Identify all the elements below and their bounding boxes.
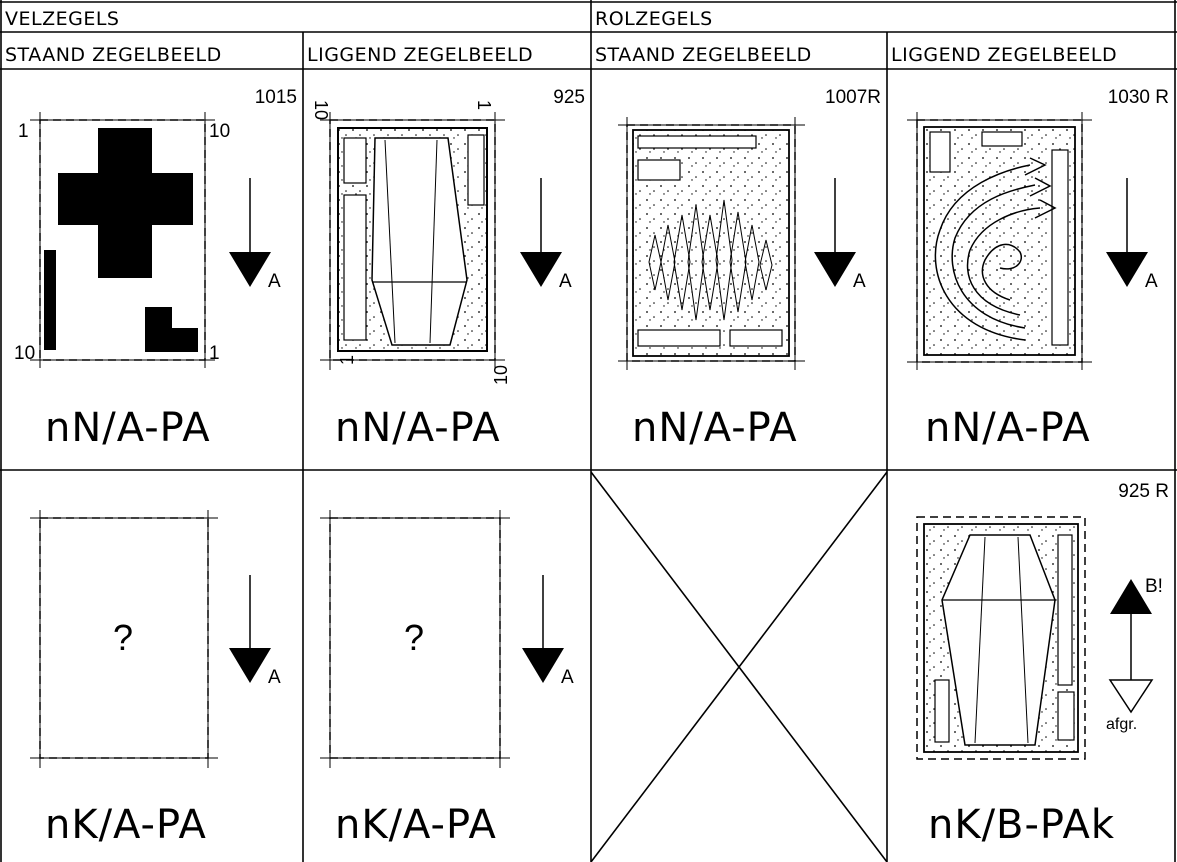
arrow-label: B! [1145, 577, 1163, 596]
stamp-number: 1007R [825, 88, 881, 107]
corner-label: 1 [475, 100, 493, 110]
corner-label: 1 [209, 344, 220, 363]
arrow-label: A [561, 668, 574, 687]
code-label: nK/A-PA [45, 805, 207, 845]
stamp-number: 1015 [255, 88, 297, 107]
arrow-up-down-icon [1110, 579, 1152, 712]
corner-label: 1 [18, 122, 29, 141]
arrow-down-icon [814, 178, 856, 287]
column-header-1: STAAND ZEGELBEELD [5, 46, 222, 65]
corner-label: 10 [312, 100, 330, 120]
stamp-number: 925 R [1118, 482, 1169, 501]
code-label: nK/B-PAk [928, 805, 1115, 845]
arrow-down-icon [520, 178, 562, 287]
corner-label: 10 [14, 344, 35, 363]
stamp-outline-1030r [907, 112, 1092, 370]
arrow-label: afgr. [1106, 717, 1137, 733]
group-header-rolzegels: ROLZEGELS [595, 10, 713, 29]
stamp-number: 1030 R [1108, 88, 1169, 107]
arrow-down-icon [1106, 178, 1148, 287]
stamp-outline-925r [917, 517, 1085, 759]
stamp-outline-1007r [618, 117, 805, 370]
stamp-outline-925 [320, 112, 505, 370]
group-header-velzegels: VELZEGELS [5, 10, 119, 29]
column-header-2: LIGGEND ZEGELBEELD [307, 46, 533, 65]
arrow-label: A [559, 272, 572, 291]
arrow-label: A [1145, 272, 1158, 291]
arrow-down-icon [229, 178, 271, 287]
arrow-down-icon [229, 575, 271, 683]
stamp-number: 925 [553, 88, 585, 107]
column-header-3: STAAND ZEGELBEELD [595, 46, 812, 65]
unknown-marker: ? [113, 620, 133, 656]
code-label: nK/A-PA [335, 805, 497, 845]
arrow-label: A [268, 272, 281, 291]
code-label: nN/A-PA [335, 408, 501, 448]
code-label: nN/A-PA [45, 408, 211, 448]
arrow-down-icon [522, 575, 564, 683]
stamp-outline-1015 [30, 112, 215, 368]
code-label: nN/A-PA [925, 408, 1091, 448]
corner-label: 10 [492, 365, 510, 385]
unknown-marker: ? [404, 620, 424, 656]
corner-label: 1 [338, 355, 356, 365]
arrow-label: A [268, 668, 281, 687]
column-header-4: LIGGEND ZEGELBEELD [891, 46, 1117, 65]
arrow-label: A [853, 272, 866, 291]
corner-label: 10 [209, 122, 230, 141]
code-label: nN/A-PA [632, 408, 798, 448]
